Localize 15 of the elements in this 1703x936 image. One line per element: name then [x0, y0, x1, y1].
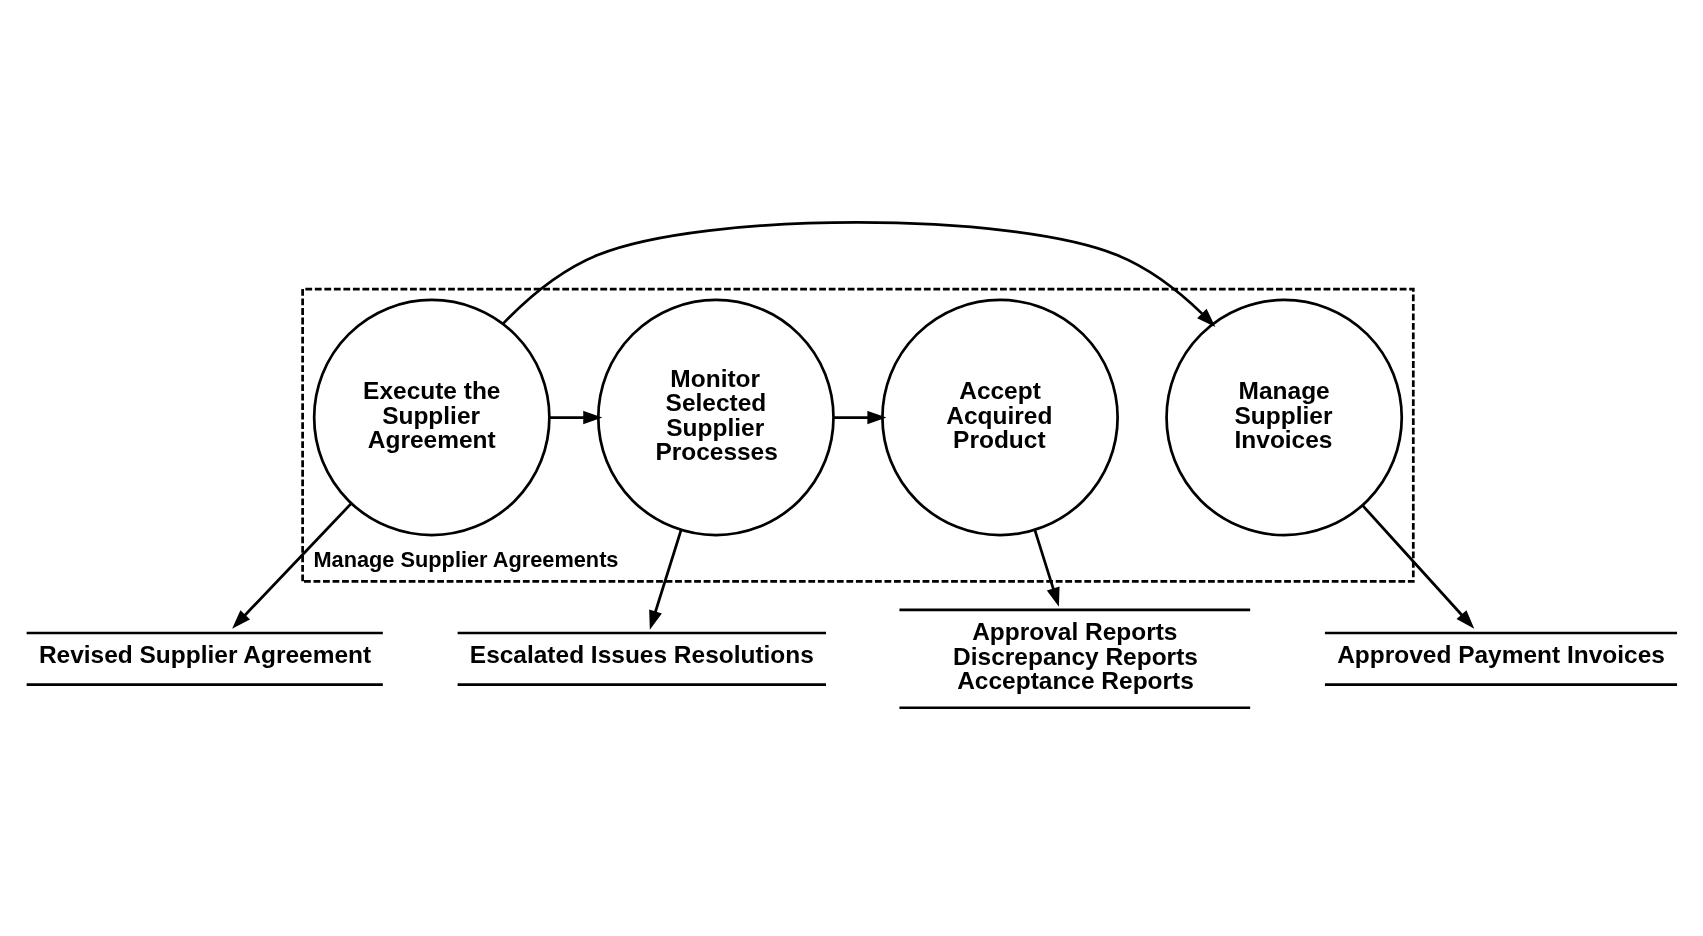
- arrow: [833, 410, 887, 424]
- node-circle: Manage Supplier Invoices: [1165, 298, 1404, 536]
- node-text: Escalated Issues Resolutions: [469, 640, 814, 668]
- arrow: [502, 220, 1216, 327]
- node-text: Approval Reports Discrepancy Reports Acceptance Reports: [953, 617, 1198, 694]
- arrow: [232, 502, 353, 629]
- arrow: [1033, 529, 1060, 607]
- node-text: Approved Payment Invoices: [1337, 640, 1665, 668]
- arrow: [1361, 504, 1475, 629]
- node-circle: Monitor Selected Supplier Processes: [596, 298, 835, 536]
- node-circle: Accept Acquired Product: [881, 298, 1119, 536]
- arrow: [649, 529, 683, 630]
- arrow: [549, 410, 603, 424]
- node-circle: Execute the Supplier Agreement: [312, 298, 551, 536]
- node-text: Revised Supplier Agreement: [38, 640, 372, 668]
